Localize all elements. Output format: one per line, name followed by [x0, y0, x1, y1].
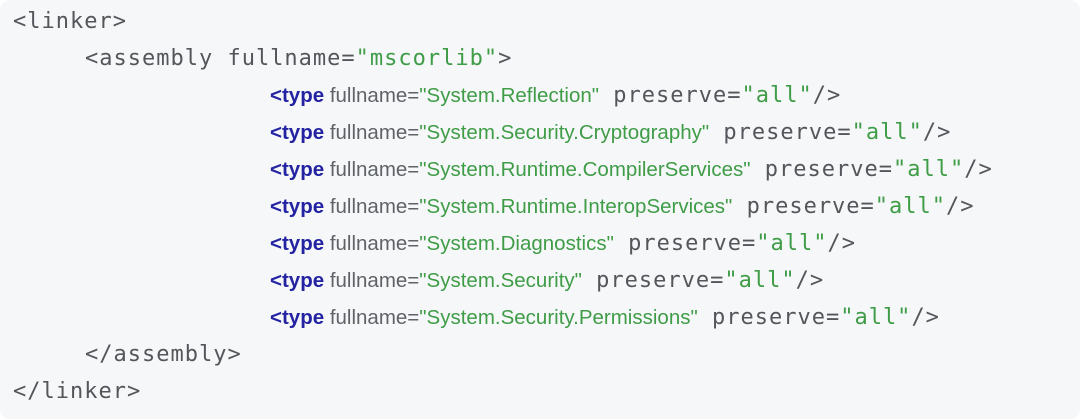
xml-attr-name: fullname= [324, 84, 420, 107]
xml-markup-text: </assembly> [85, 342, 242, 367]
xml-string-value: "all" [874, 194, 947, 219]
code-line: <type fullname="System.Runtime.CompilerS… [0, 151, 1080, 188]
xml-markup-text: /> [827, 231, 857, 256]
xml-tag-name: <type [270, 269, 325, 292]
xml-markup-text: /> [795, 268, 825, 293]
xml-string-value: "all" [741, 83, 813, 108]
xml-tag-name: <type [270, 306, 325, 329]
xml-string-value: "mscorlib" [355, 46, 499, 71]
xml-markup-text: preserve= [581, 268, 725, 293]
xml-attr-name: fullname= [324, 269, 420, 292]
xml-string-value: "System.Diagnostics" [419, 232, 614, 255]
xml-string-value: "all" [851, 120, 923, 145]
xml-string-value: "all" [840, 305, 912, 330]
xml-string-value: "all" [756, 231, 828, 256]
xml-attr-name: fullname= [324, 232, 420, 255]
xml-markup-text: preserve= [697, 305, 841, 330]
xml-markup-text: </linker> [13, 379, 142, 404]
xml-tag-name: <type [270, 232, 325, 255]
xml-attr-name: fullname= [324, 121, 420, 144]
xml-markup-text: /> [964, 157, 993, 182]
code-line: </assembly> [0, 336, 1080, 373]
code-line: <type fullname="System.Security.Cryptogr… [0, 114, 1080, 151]
xml-string-value: "all" [893, 157, 965, 182]
xml-string-value: "System.Security.Cryptography" [419, 121, 710, 144]
xml-markup-text: /> [922, 120, 952, 145]
code-line: <assembly fullname="mscorlib"> [0, 40, 1080, 77]
xml-markup-text: /> [946, 194, 975, 219]
xml-string-value: "System.Security.Permissions" [419, 306, 698, 329]
xml-tag-name: <type [270, 84, 325, 107]
xml-string-value: "System.Runtime.CompilerServices" [419, 158, 751, 181]
xml-tag-name: <type [270, 158, 325, 181]
xml-markup-text: preserve= [732, 194, 875, 219]
code-line: <type fullname="System.Security" preserv… [0, 262, 1080, 299]
xml-markup-text: /> [911, 305, 940, 330]
xml-markup-text: preserve= [599, 83, 742, 108]
xml-string-value: "all" [724, 268, 796, 293]
code-line: <linker> [0, 3, 1080, 40]
xml-markup-text: <linker> [13, 9, 127, 34]
xml-markup-text: preserve= [750, 157, 893, 182]
xml-tag-name: <type [270, 195, 325, 218]
code-line: <type fullname="System.Security.Permissi… [0, 299, 1080, 336]
xml-markup-text: preserve= [709, 120, 852, 145]
xml-markup-text: preserve= [613, 231, 757, 256]
xml-attr-name: fullname= [324, 195, 420, 218]
xml-string-value: "System.Reflection" [419, 84, 600, 107]
code-line: </linker> [0, 373, 1080, 410]
code-line: <type fullname="System.Diagnostics" pres… [0, 225, 1080, 262]
xml-tag-name: <type [270, 121, 325, 144]
xml-attr-name: fullname= [324, 158, 420, 181]
xml-markup-text: /> [812, 83, 842, 108]
xml-markup-text: > [498, 46, 513, 71]
xml-string-value: "System.Security" [419, 269, 582, 292]
xml-markup-text: <assembly fullname= [85, 46, 356, 71]
code-line: <type fullname="System.Runtime.InteropSe… [0, 188, 1080, 225]
xml-attr-name: fullname= [324, 306, 420, 329]
code-line: <type fullname="System.Reflection" prese… [0, 77, 1080, 114]
xml-string-value: "System.Runtime.InteropServices" [419, 195, 733, 218]
